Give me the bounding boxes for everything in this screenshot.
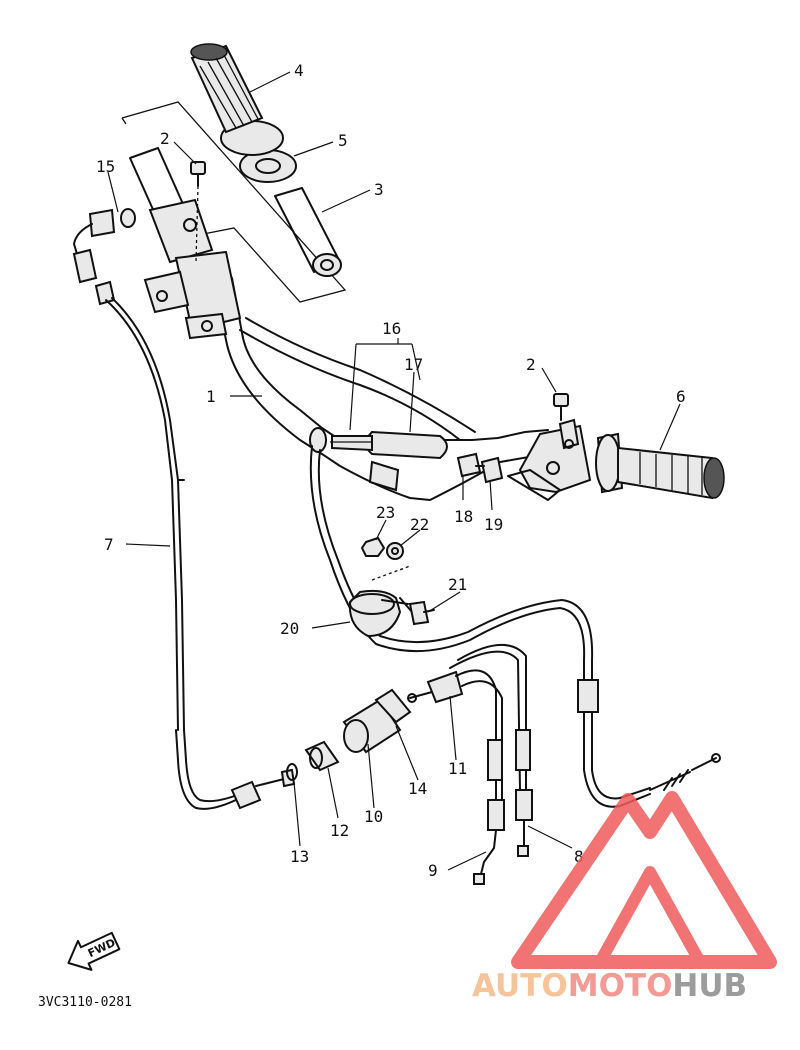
callout-3: 3	[374, 180, 384, 199]
callout-9: 9	[428, 861, 438, 880]
callout-8: 8	[574, 847, 584, 866]
callout-12: 12	[330, 821, 349, 840]
watermark-logo	[511, 791, 777, 969]
callout-labels: 4 5 3 2 15 2 6 1 16 17 18 19 22 23 21 20…	[96, 61, 686, 880]
watermark-hub: HUB	[672, 968, 747, 1004]
throttle-cable	[72, 223, 296, 810]
callout-23: 23	[376, 503, 395, 522]
callout-20: 20	[280, 619, 299, 638]
callout-6: 6	[676, 387, 686, 406]
left-throttle-housing	[88, 147, 242, 340]
callout-10: 10	[364, 807, 383, 826]
callout-1: 1	[206, 387, 216, 406]
callout-16: 16	[382, 319, 401, 338]
callout-18: 18	[454, 507, 473, 526]
callout-15: 15	[96, 157, 115, 176]
callout-21: 21	[448, 575, 467, 594]
callout-13: 13	[290, 847, 309, 866]
callout-14: 14	[408, 779, 427, 798]
callout-2-right: 2	[526, 355, 536, 374]
callout-17: 17	[404, 355, 423, 374]
clutch-cable	[309, 445, 721, 808]
throttle-body-parts	[286, 643, 533, 885]
callout-19: 19	[484, 515, 503, 534]
callout-2-left: 2	[160, 129, 170, 148]
exploded-grip-group	[121, 43, 347, 303]
forward-arrow: FWD	[67, 931, 121, 971]
watermark-text: AUTOMOTOHUB	[472, 968, 747, 1004]
part-code: 3VC3110-0281	[38, 995, 132, 1010]
cable-bracket	[348, 536, 435, 638]
right-lever-assembly	[456, 393, 725, 501]
callout-11: 11	[448, 759, 467, 778]
callout-5: 5	[338, 131, 348, 150]
callout-22: 22	[410, 515, 429, 534]
watermark-auto: AUTO	[472, 968, 568, 1004]
callout-7: 7	[104, 535, 114, 554]
callout-4: 4	[294, 61, 304, 80]
leader-lines	[107, 71, 681, 871]
watermark-moto: MOTO	[568, 968, 673, 1004]
bar-pad	[330, 430, 448, 492]
